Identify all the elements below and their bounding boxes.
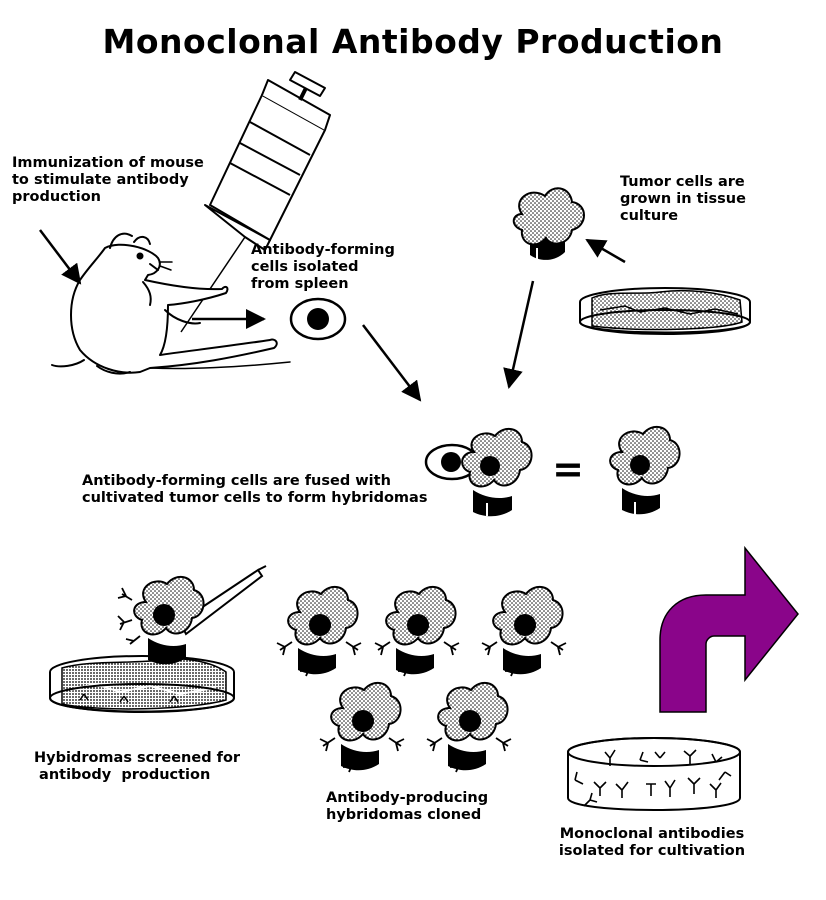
- spleen-cell-icon: [289, 297, 347, 341]
- syringe-icon: [180, 71, 331, 333]
- tumor-culture-dish-icon: [579, 287, 751, 335]
- mouse-icon: [51, 232, 291, 375]
- purple-turn-arrow-icon: [659, 545, 799, 713]
- cloned-hybridoma-1: [276, 585, 362, 677]
- screened-hybridoma-icon: [117, 575, 205, 665]
- equals-sign: =: [552, 447, 584, 491]
- label-immunization: Immunization of mouse to stimulate antib…: [12, 155, 204, 205]
- label-tumor-cells: Tumor cells are grown in tissue culture: [620, 174, 746, 224]
- label-fusion: Antibody-forming cells are fused with cu…: [82, 473, 428, 506]
- cloned-hybridoma-3: [481, 585, 567, 677]
- label-spleen-cells: Antibody-forming cells isolated from spl…: [251, 242, 395, 292]
- antibody-dish-icon: [567, 737, 741, 811]
- cloned-hybridoma-5: [426, 681, 512, 773]
- process-arrows: [39, 229, 626, 402]
- label-isolated: Monoclonal antibodies isolated for culti…: [558, 826, 746, 859]
- cloned-hybridoma-2: [374, 585, 460, 677]
- hybridoma-cell-icon: [609, 425, 681, 516]
- fusion-cells-icon: [424, 427, 533, 517]
- label-cloned: Antibody-producing hybridomas cloned: [326, 790, 489, 823]
- diagram-title: Monoclonal Antibody Production: [102, 22, 724, 61]
- tumor-cell-icon: [512, 187, 585, 262]
- cloned-hybridoma-4: [319, 681, 405, 773]
- label-screened: Hybidromas screened for antibody product…: [34, 750, 241, 783]
- cloned-hybridomas: [276, 585, 567, 773]
- screening-dish-icon: [49, 655, 235, 713]
